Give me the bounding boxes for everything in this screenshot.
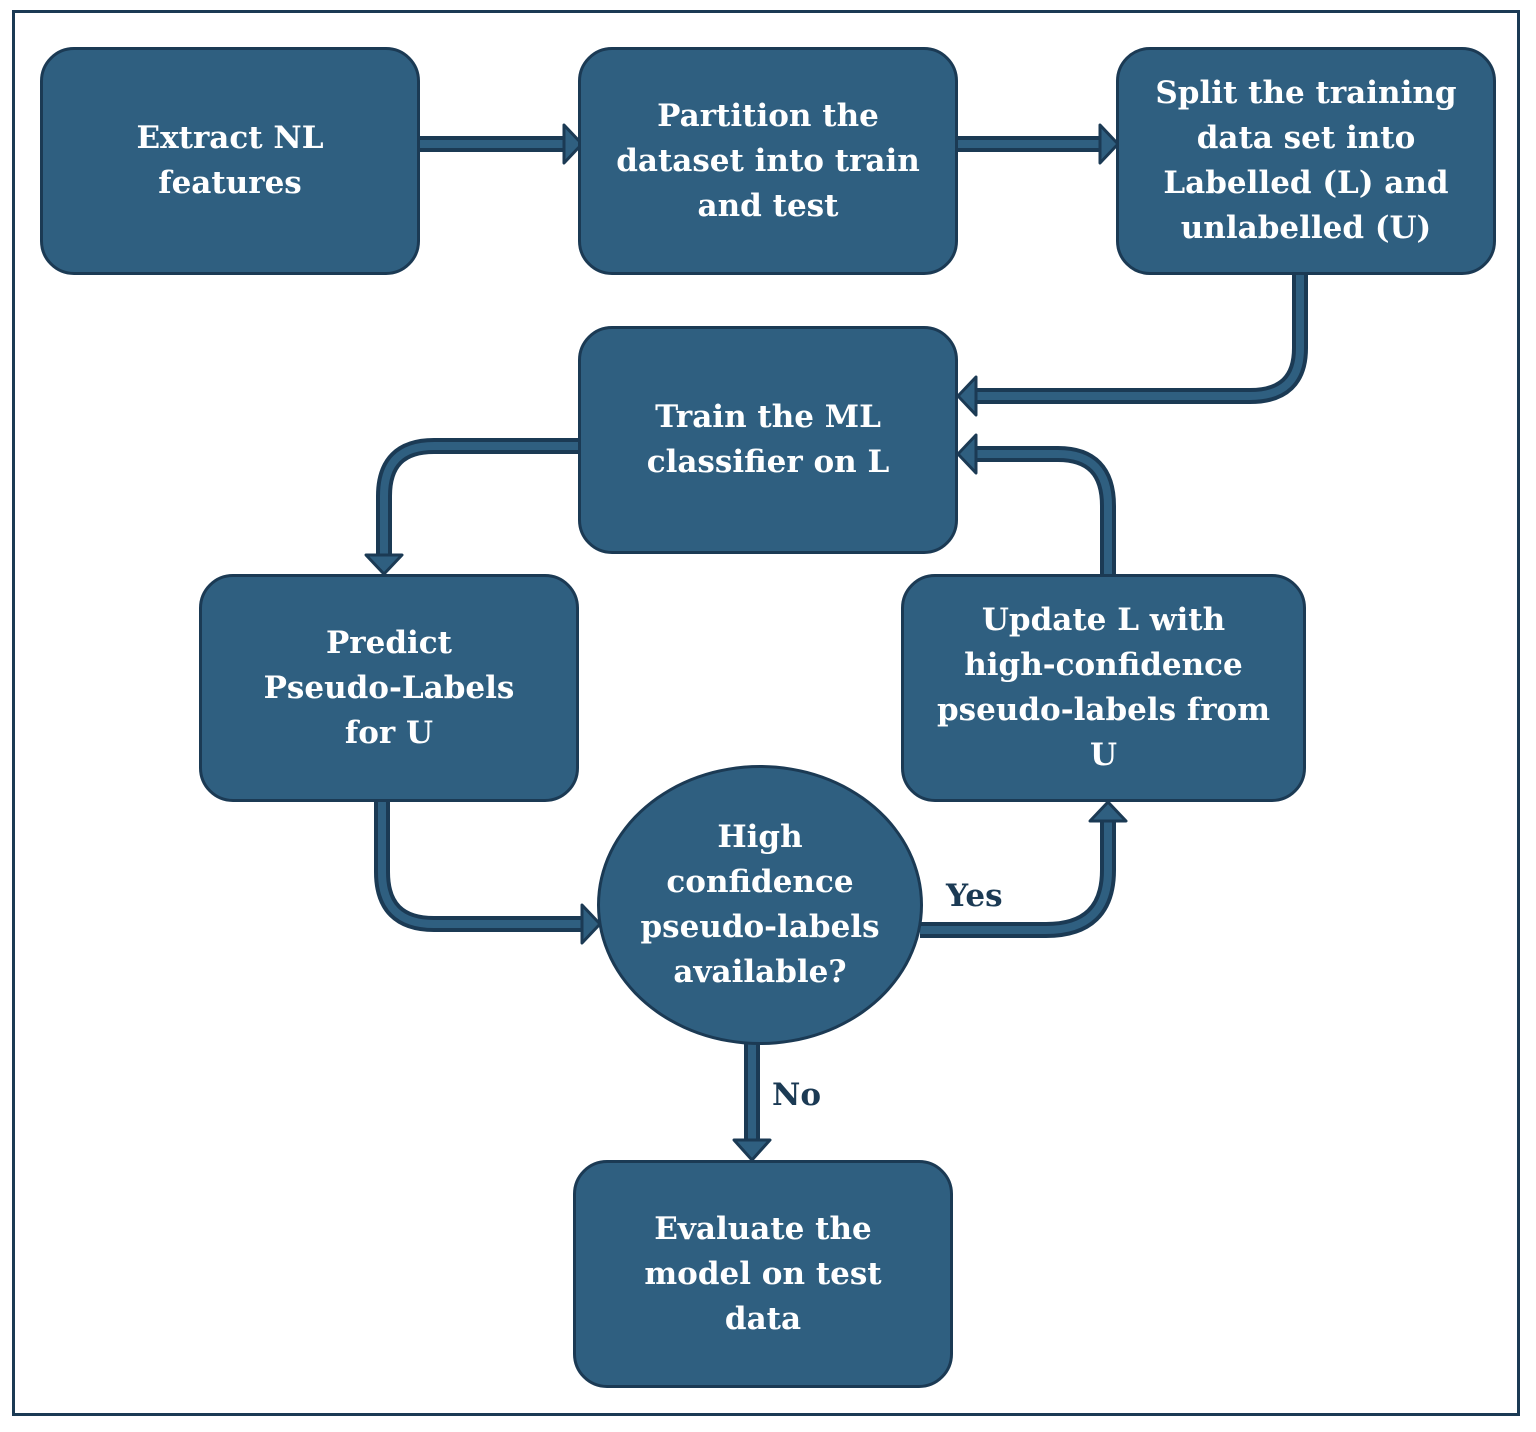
- arrow-extract-to-partition: [420, 123, 584, 165]
- node-label: Train the ML classifier on L: [646, 399, 890, 480]
- node-predict-pseudo-labels[interactable]: Predict Pseudo-Labels for U: [199, 574, 579, 802]
- arrow-decision-to-evaluate-no: [732, 1040, 772, 1162]
- node-train-classifier[interactable]: Train the ML classifier on L: [578, 326, 958, 554]
- arrow-predict-to-decision: [374, 802, 602, 945]
- arrow-split-to-train: [956, 275, 1308, 417]
- arrow-partition-to-split: [958, 123, 1120, 165]
- node-decision-high-confidence[interactable]: High confidence pseudo-labels available?: [597, 765, 923, 1045]
- node-extract-nl-features[interactable]: Extract NL features: [40, 47, 420, 275]
- node-label: Extract NL features: [136, 120, 324, 201]
- diagram-frame: [12, 10, 1520, 1416]
- node-split-training-data[interactable]: Split the training data set into Labelle…: [1116, 47, 1496, 275]
- node-label: Split the training data set into Labelle…: [1155, 75, 1457, 246]
- arrow-decision-to-update-yes: [920, 800, 1128, 938]
- arrow-train-to-predict: [364, 438, 578, 576]
- node-label: Evaluate the model on test data: [644, 1210, 882, 1337]
- decision-label: High confidence pseudo-labels available?: [640, 819, 880, 990]
- node-label: Partition the dataset into train and tes…: [616, 97, 920, 224]
- arrow-update-to-train: [956, 433, 1116, 574]
- no-edge-label: No: [772, 1077, 822, 1113]
- yes-edge-label: Yes: [946, 878, 1003, 914]
- node-partition-dataset[interactable]: Partition the dataset into train and tes…: [578, 47, 958, 275]
- node-label: Update L with high-confidence pseudo-lab…: [936, 602, 1271, 773]
- node-evaluate-model[interactable]: Evaluate the model on test data: [573, 1160, 953, 1388]
- node-update-labelled-set[interactable]: Update L with high-confidence pseudo-lab…: [901, 574, 1306, 802]
- node-label: Predict Pseudo-Labels for U: [263, 624, 515, 751]
